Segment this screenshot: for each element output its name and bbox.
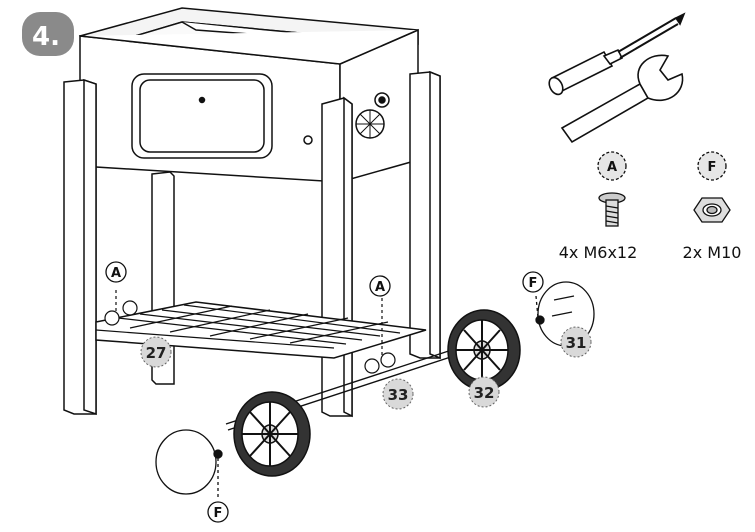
svg-text:A: A bbox=[111, 266, 121, 281]
callout-f-right: F bbox=[522, 271, 544, 293]
grill-body bbox=[78, 7, 419, 183]
callout-a-left: A bbox=[105, 261, 127, 283]
step-number: 4. bbox=[32, 22, 60, 52]
part-f-badge bbox=[697, 151, 727, 181]
part-f-letter: F bbox=[708, 160, 717, 175]
step-badge: 4. bbox=[22, 12, 74, 56]
right-wheel bbox=[447, 309, 521, 391]
part-a-badge bbox=[597, 151, 627, 181]
wrench-icon bbox=[560, 54, 684, 144]
nut-icon bbox=[693, 197, 731, 223]
callout-32: 32 bbox=[468, 376, 500, 408]
svg-text:F: F bbox=[214, 506, 223, 521]
svg-text:32: 32 bbox=[474, 384, 495, 402]
legs bbox=[63, 70, 441, 418]
part-a-caption: 4x M6x12 bbox=[559, 243, 638, 262]
svg-text:F: F bbox=[529, 276, 538, 291]
callout-27: 27 bbox=[140, 336, 172, 368]
hardware-f: F 2x M10 bbox=[683, 151, 742, 262]
svg-text:A: A bbox=[375, 280, 385, 295]
shelf-screws bbox=[104, 290, 396, 374]
knob-icon bbox=[374, 92, 390, 108]
left-wheel bbox=[233, 391, 311, 477]
svg-text:27: 27 bbox=[146, 344, 167, 362]
callout-33: 33 bbox=[382, 378, 414, 410]
callout-f-left: F bbox=[207, 501, 229, 523]
bottom-shelf bbox=[95, 301, 427, 359]
wheel-cap-left bbox=[155, 429, 223, 498]
part-a-letter: A bbox=[607, 160, 617, 175]
part-f-caption: 2x M10 bbox=[683, 243, 742, 262]
svg-text:33: 33 bbox=[388, 386, 409, 404]
screwdriver-icon bbox=[548, 12, 686, 96]
callout-31: 31 bbox=[560, 326, 592, 358]
callout-a-right: A bbox=[369, 275, 391, 297]
bolt-icon bbox=[598, 192, 626, 227]
svg-text:31: 31 bbox=[566, 334, 587, 352]
vent-icon bbox=[355, 109, 385, 139]
hardware-a: A 4x M6x12 bbox=[559, 151, 638, 262]
